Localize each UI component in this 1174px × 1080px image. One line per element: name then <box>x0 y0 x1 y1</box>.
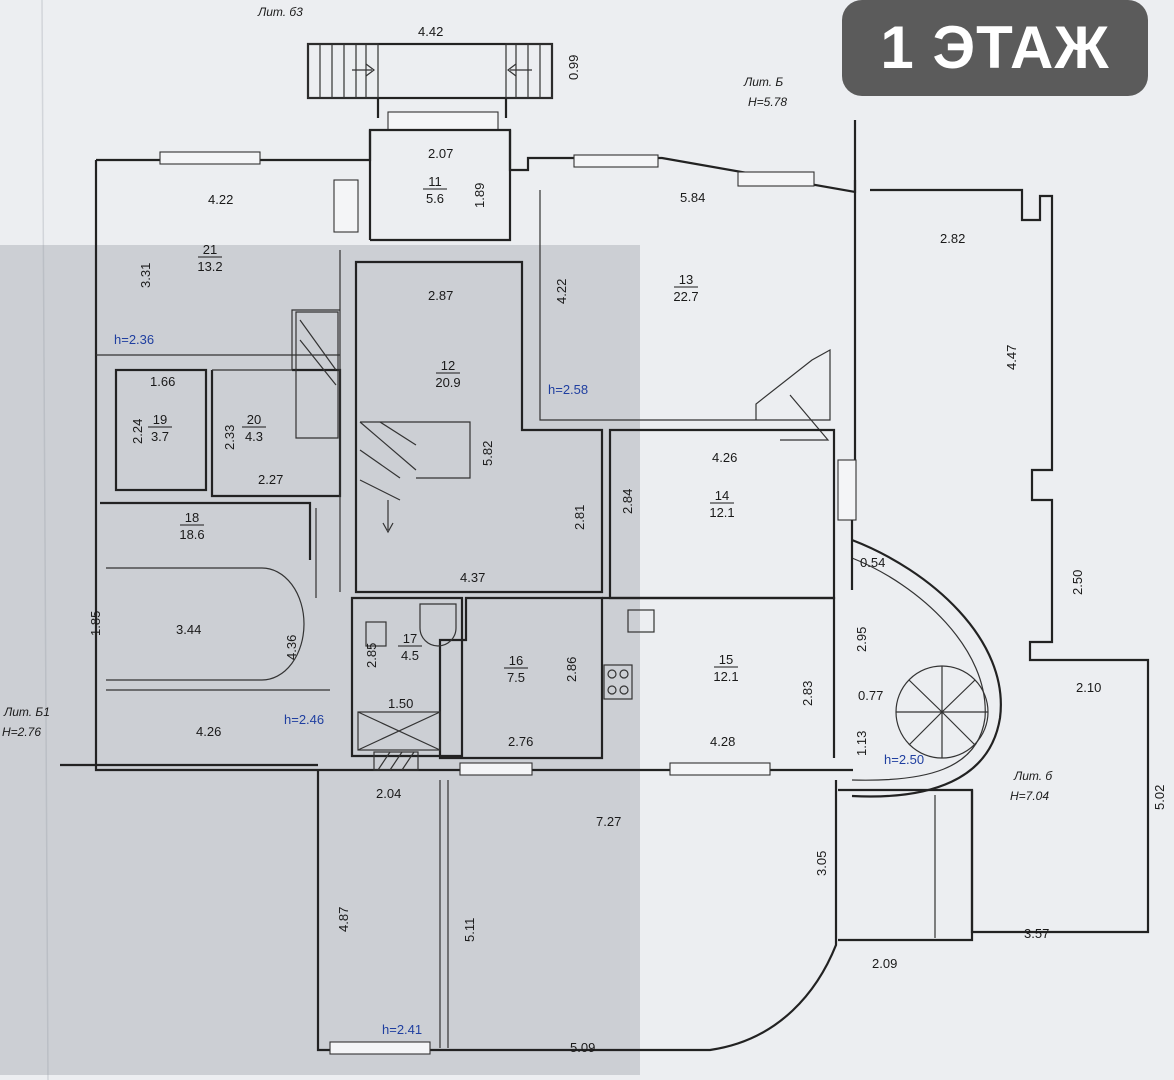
dimension-4-37-19: 4.37 <box>460 570 485 585</box>
lit-label-lit-b-small: Лит. б <box>1013 769 1053 783</box>
dimension-2-81-16: 2.81 <box>572 505 587 530</box>
room-number-17: 17 <box>403 631 417 646</box>
room-area-18: 18.6 <box>179 527 204 542</box>
dimension-5-11-41: 5.11 <box>462 918 477 942</box>
room-number-20: 20 <box>247 412 261 427</box>
dimension-4-26-32: 4.26 <box>196 724 221 739</box>
dimension-1-13-35: 1.13 <box>854 731 869 756</box>
dimension-0-99-1: 0.99 <box>566 55 581 80</box>
dimension-7-27-38: 7.27 <box>596 814 621 829</box>
interior-walls <box>96 190 836 771</box>
dimension-2-83-29: 2.83 <box>800 681 815 706</box>
room-area-19: 3.7 <box>151 429 169 444</box>
dimension-2-09-42: 2.09 <box>872 956 897 971</box>
dimension-4-36-24: 4.36 <box>284 635 299 660</box>
room-area-21: 13.2 <box>197 259 222 274</box>
room-area-15: 12.1 <box>713 669 738 684</box>
ceiling-height-h-241: h=2.41 <box>382 1022 422 1037</box>
dimension-4-26-18: 4.26 <box>712 450 737 465</box>
lit-label-lit-b: Лит. Б <box>743 75 783 89</box>
dimension-3-05-39: 3.05 <box>814 851 829 876</box>
windows <box>159 151 857 1055</box>
dimension-2-82-9: 2.82 <box>940 231 965 246</box>
lit-label-lit-b-small-h: Н=7.04 <box>1010 789 1049 803</box>
dimension-2-10-31: 2.10 <box>1076 680 1101 695</box>
dimension-4-22-8: 4.22 <box>554 279 569 304</box>
dimension-2-33-13: 2.33 <box>222 425 237 450</box>
dimension-5-02-36: 5.02 <box>1152 785 1167 810</box>
ceiling-height-h-250: h=2.50 <box>884 752 924 767</box>
dimension-5-84-7: 5.84 <box>680 190 705 205</box>
dimension-2-95-28: 2.95 <box>854 627 869 652</box>
dimension-1-50-26: 1.50 <box>388 696 413 711</box>
dimension-2-04-37: 2.04 <box>376 786 401 801</box>
room-number-16: 16 <box>509 653 523 668</box>
dimension-2-50-21: 2.50 <box>1070 570 1085 595</box>
dimension-5-09-44: 5.09 <box>570 1040 595 1055</box>
dimension-1-89-3: 1.89 <box>472 183 487 208</box>
photo-shadow <box>0 245 640 1075</box>
room-area-13: 22.7 <box>673 289 698 304</box>
dimension-2-24-12: 2.24 <box>130 419 145 444</box>
lit-label-lit-b1-h: Н=2.76 <box>2 725 41 739</box>
dimension-2-84-17: 2.84 <box>620 489 635 514</box>
dimension-3-44-23: 3.44 <box>176 622 201 637</box>
room-number-21: 21 <box>203 242 217 257</box>
ceiling-height-labels: h=2.36 h=2.58 h=2.46 h=2.50 h=2.41 <box>114 332 924 1037</box>
room-area-12: 20.9 <box>435 375 460 390</box>
room-number-11: 11 <box>428 174 442 189</box>
room-number-12: 12 <box>441 358 455 373</box>
dimension-3-57-43: 3.57 <box>1024 926 1049 941</box>
room-labels: 11 5.6 12 20.9 13 22.7 14 12.1 15 12.1 16 7.5 17 4.5 1… <box>148 174 739 685</box>
room-area-17: 4.5 <box>401 648 419 663</box>
dimension-2-76-33: 2.76 <box>508 734 533 749</box>
dimension-3-31-5: 3.31 <box>138 263 153 288</box>
dimension-2-85-25: 2.85 <box>364 643 379 668</box>
lit-label-lit-b1: Лит. Б1 <box>3 705 50 719</box>
room-number-15: 15 <box>719 652 733 667</box>
dimension-0-54-20: 0.54 <box>860 555 885 570</box>
room-number-18: 18 <box>185 510 199 525</box>
dimension-1-66-11: 1.66 <box>150 374 175 389</box>
dimension-2-27-14: 2.27 <box>258 472 283 487</box>
dimension-labels: 4.42 0.99 2.07 1.89 4.22 3.31 2.87 5.84 4.22 2.82… <box>88 24 1167 1055</box>
dimension-0-77-30: 0.77 <box>858 688 883 703</box>
spiral-stair <box>850 520 1002 798</box>
dimension-4-22-4: 4.22 <box>208 192 233 207</box>
ceiling-height-h-246: h=2.46 <box>284 712 324 727</box>
room-number-14: 14 <box>715 488 729 503</box>
dimension-4-47-10: 4.47 <box>1004 345 1019 370</box>
dimension-2-07-2: 2.07 <box>428 146 453 161</box>
lit-label-lit-b-h: Н=5.78 <box>748 95 787 109</box>
paper-fold-line <box>41 0 49 1080</box>
ceiling-height-h-258: h=2.58 <box>548 382 588 397</box>
floor-badge: 1 ЭТАЖ <box>842 0 1148 96</box>
room-area-11: 5.6 <box>426 191 444 206</box>
ceiling-height-h-236: h=2.36 <box>114 332 154 347</box>
dimension-4-28-34: 4.28 <box>710 734 735 749</box>
dimension-4-87-40: 4.87 <box>336 907 351 932</box>
dimension-2-87-6: 2.87 <box>428 288 453 303</box>
room-number-13: 13 <box>679 272 693 287</box>
dimension-4-42-0: 4.42 <box>418 24 443 39</box>
room-area-16: 7.5 <box>507 670 525 685</box>
room-area-14: 12.1 <box>709 505 734 520</box>
dimension-5-82-15: 5.82 <box>480 441 495 466</box>
dimension-1-85-22: 1.85 <box>88 611 103 636</box>
lit-label-lit-b3: Лит. б3 <box>257 5 303 19</box>
dimension-2-86-27: 2.86 <box>564 657 579 682</box>
room-area-20: 4.3 <box>245 429 263 444</box>
room-number-19: 19 <box>153 412 167 427</box>
